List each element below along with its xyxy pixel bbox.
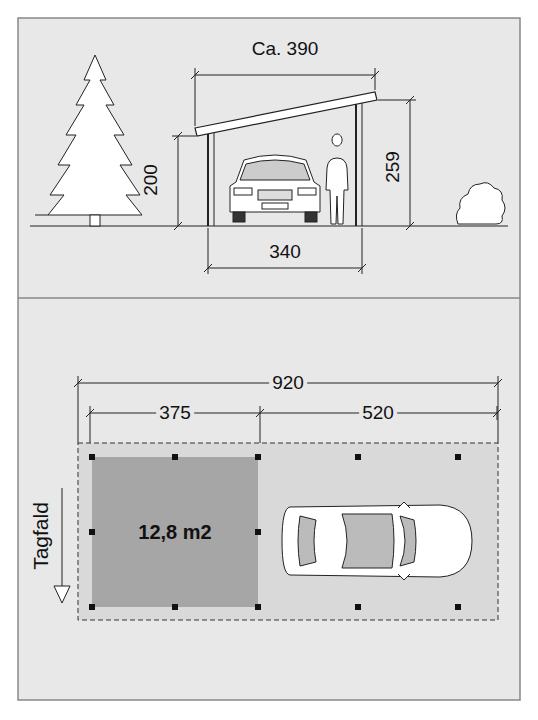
area-label: 12,8 m2 (138, 521, 211, 544)
dimension-label: 259 (383, 148, 404, 186)
dimension-label: 375 (156, 403, 194, 424)
dimension-label: 200 (141, 161, 162, 199)
shed-area: 12,8 m2 (92, 457, 258, 607)
dimension-label: Ca. 390 (249, 39, 322, 60)
dimension-label: 340 (266, 242, 304, 263)
roof-slope-label: Tagfald (29, 499, 52, 573)
dimension-label: 920 (269, 373, 307, 394)
person-figure (326, 134, 348, 224)
dimension-label: 520 (359, 403, 397, 424)
